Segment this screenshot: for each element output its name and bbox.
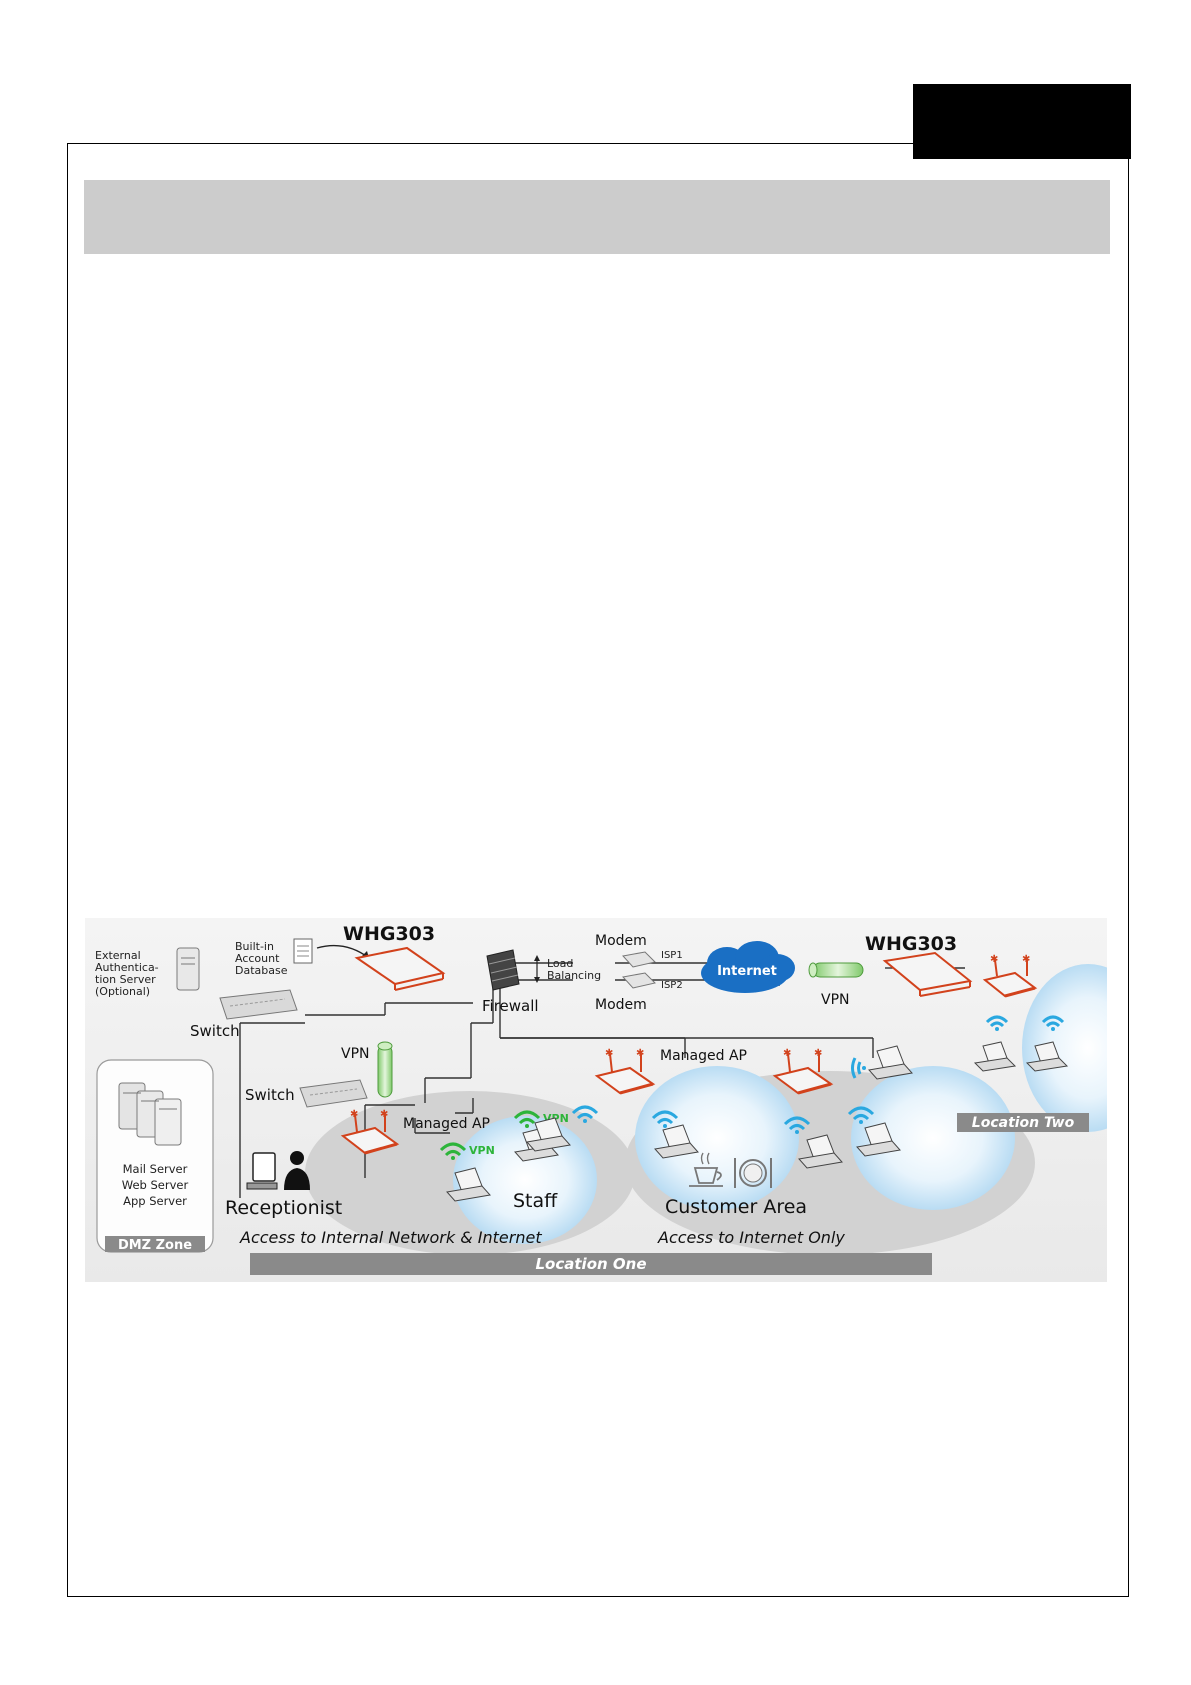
section-header-band [84,180,1110,254]
auth-server-icon [176,947,200,991]
whg303-remote-label: WHG303 [865,933,957,955]
svg-text:✱: ✱ [814,1048,822,1059]
modem-top-label: Modem [595,933,647,949]
switch-mid-icon [299,1079,368,1108]
laptop-customer-2-icon [654,1124,699,1159]
page-frame [67,143,1129,1597]
access-internal-caption: Access to Internal Network & Internet [239,1228,542,1247]
ext-auth-line-1: External [95,949,141,962]
staff-label: Staff [513,1190,558,1212]
internet-cloud-icon [701,941,795,993]
dmz-zone-box [96,1059,214,1253]
wifi-vpn-label-1: VPN [469,1144,495,1157]
wifi-bubble-location-two [1022,964,1107,1132]
switch-top-icon [219,989,298,1020]
dmz-zone-label: DMZ Zone [118,1238,192,1253]
receptionist-computer-icon [246,1152,278,1190]
svg-text:✱: ✱ [605,1048,613,1059]
server-stack-icon [118,1082,182,1146]
whg303-main-label: WHG303 [343,923,435,945]
managed-ap-left-label: Managed AP [403,1116,490,1132]
wifi-icon-location-two-2 [1041,1015,1065,1031]
laptop-customer-4-icon [798,1134,843,1169]
managed-ap-customer-2-icon: ✱ ✱ [772,1048,834,1095]
svg-text:✱: ✱ [1022,954,1030,965]
receptionist-person-icon [284,1151,310,1190]
wifi-bubble-staff [453,1116,597,1244]
load-balancing-line-2: Balancing [547,969,601,982]
wifi-customer-2a-icon [851,1057,866,1079]
laptop-customer-1-icon [526,1117,571,1152]
ext-auth-line-2: Authentica- [95,961,159,974]
internet-label: Internet [717,964,777,979]
laptop-location-two-2-icon [1025,1041,1069,1072]
svg-text:✱: ✱ [636,1048,644,1059]
switch-top-label: Switch [190,1022,240,1040]
wifi-icon-location-two-1 [985,1015,1009,1031]
vpn-left-label: VPN [341,1046,370,1062]
server-label-mail: Mail Server [123,1162,188,1176]
wifi-customer-2c-icon [847,1106,875,1124]
built-in-line-2: Account [235,952,280,965]
chapter-tab [913,84,1131,159]
vpn-right-label: VPN [821,992,850,1008]
vpn-tunnel-left-icon [377,1041,393,1098]
database-doc-icon [293,938,313,964]
receptionist-label: Receptionist [225,1197,342,1219]
vpn-tunnel-right-icon [808,962,864,978]
wifi-bubble-customer-1 [635,1066,799,1210]
laptop-staff-1-icon [446,1167,491,1202]
svg-text:✱: ✱ [380,1109,388,1120]
whg303-remote-device-icon [882,951,973,997]
built-in-line-1: Built-in [235,940,274,953]
location-two-bar [957,1113,1089,1132]
wifi-vpn-icon-1 [439,1142,467,1160]
svg-text:✱: ✱ [783,1048,791,1059]
wifi-customer-1b-icon [571,1105,599,1123]
isp2-label: ISP2 [661,980,683,991]
laptop-customer-5-icon [856,1122,901,1157]
modem-top-icon [622,951,656,968]
whg303-main-device-icon [354,946,446,991]
network-diagram: DMZ Zone Mail Server Web Server App Serv… [85,918,1107,1282]
laptop-location-two-1-icon [973,1041,1017,1072]
coffee-cup-icon [689,1152,723,1187]
server-label-app: App Server [123,1194,187,1208]
isp1-label: ISP1 [661,950,683,961]
dmz-zone-label-bar [105,1236,205,1252]
modem-bottom-label: Modem [595,997,647,1013]
laptop-customer-3-icon [868,1045,913,1080]
built-in-line-3: Database [235,964,288,977]
ext-auth-line-3: tion Server [95,973,156,986]
svg-text:✱: ✱ [990,954,998,965]
location-one-label: Location One [536,1255,647,1273]
location-two-label: Location Two [972,1115,1075,1131]
wifi-customer-1a-icon [651,1110,679,1128]
managed-ap-right-label: Managed AP [660,1048,747,1064]
location-one-bar [250,1253,932,1275]
firewall-label: Firewall [482,997,539,1015]
modem-bottom-icon [622,972,656,989]
server-label-web: Web Server [122,1178,189,1192]
load-balancing-line-1: Load [547,957,573,970]
wifi-customer-2b-icon [783,1116,811,1134]
ext-auth-line-4: (Optional) [95,985,150,998]
customer-area-label: Customer Area [665,1196,807,1218]
switch-mid-label: Switch [245,1086,295,1104]
plate-cutlery-icon [734,1158,772,1188]
managed-ap-customer-1-icon: ✱ ✱ [594,1048,656,1095]
location-two-ap-icon: ✱ ✱ [982,954,1038,998]
svg-text:✱: ✱ [350,1109,358,1120]
wifi-bubble-customer-2 [851,1066,1015,1210]
firewall-icon [486,949,520,991]
managed-ap-left-icon: ✱ ✱ [340,1109,400,1155]
access-internet-caption: Access to Internet Only [657,1228,845,1247]
wifi-vpn-icon-2 [513,1110,541,1128]
